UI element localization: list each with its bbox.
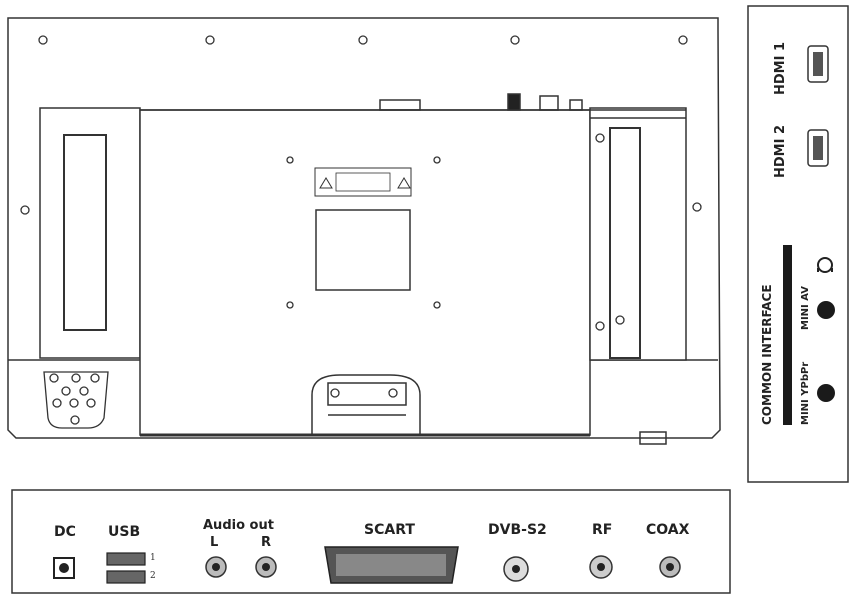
rf-label: RF bbox=[592, 522, 613, 538]
mini-av-label: MINI AV bbox=[800, 285, 811, 330]
headphone-jack bbox=[817, 257, 833, 273]
mini-ypbpr-label: MINI YPbPr bbox=[800, 361, 811, 425]
scart-connector bbox=[324, 546, 459, 584]
hdmi2-label: HDMI 2 bbox=[773, 124, 788, 178]
dc-label: DC bbox=[54, 524, 76, 540]
usb-port-2-label: 2 bbox=[150, 571, 156, 581]
hdmi2-port bbox=[807, 129, 829, 167]
side-connector-panel bbox=[747, 5, 849, 483]
screw-holes bbox=[20, 35, 702, 425]
audio-left-jack bbox=[205, 556, 227, 578]
dc-port bbox=[53, 557, 75, 579]
usb-ports bbox=[106, 552, 146, 584]
coax-jack bbox=[659, 556, 681, 578]
dvbs2-jack bbox=[503, 556, 529, 582]
rf-jack bbox=[589, 555, 613, 579]
usb-port-1-label: 1 bbox=[150, 553, 156, 563]
dvbs2-label: DVB-S2 bbox=[488, 522, 547, 538]
hdmi1-port bbox=[807, 45, 829, 83]
scart-label: SCART bbox=[364, 522, 415, 538]
hdmi1-label: HDMI 1 bbox=[773, 41, 788, 95]
mini-ypbpr-jack bbox=[817, 384, 835, 402]
common-interface-label: COMMON INTERFACE bbox=[760, 284, 774, 425]
audio-out-label: Audio out bbox=[203, 518, 274, 533]
tv-back-panel bbox=[7, 17, 721, 445]
common-interface-slot bbox=[783, 245, 792, 425]
mini-av-jack bbox=[817, 301, 835, 319]
audio-left-label: L bbox=[210, 535, 219, 550]
audio-right-label: R bbox=[261, 535, 272, 550]
coax-label: COAX bbox=[646, 522, 690, 538]
audio-right-jack bbox=[255, 556, 277, 578]
usb-label: USB bbox=[108, 524, 141, 540]
